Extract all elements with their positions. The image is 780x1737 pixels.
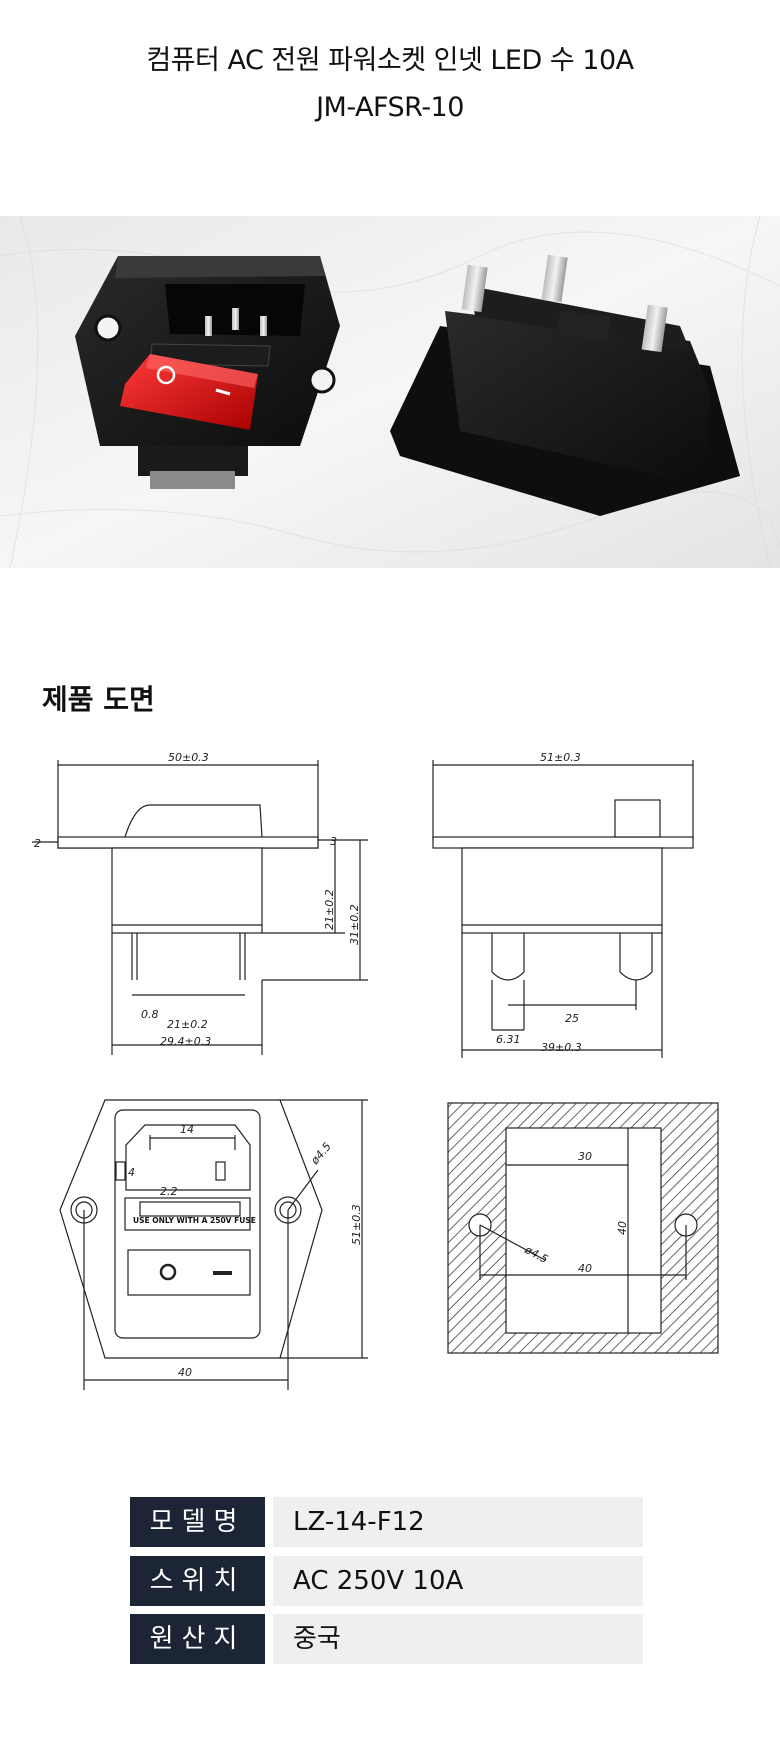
technical-drawings: 50±0.3 2 3 21±0.2 31±0.2 0.8 21±0.2 29.4… [32,751,719,1390]
dim-front-pin-height: 4 [128,1166,135,1179]
dim-cutout-hole-spacing: 40 [578,1262,592,1275]
dim-rear-pin-offset: 6.31 [496,1033,521,1046]
dim-side-pin-thickness: 0.8 [141,1008,159,1021]
dim-side-base-width: 29.4±0.3 [160,1035,211,1048]
dim-side-lip: 2 [34,837,41,850]
product-model-code: JM-AFSR-10 [316,92,464,123]
dim-side-height-total: 31±0.2 [348,904,361,945]
dim-side-flange: 3 [330,835,337,848]
dim-rear-pin-spacing: 25 [565,1012,579,1025]
spec-row-model: 모델명 LZ-14-F12 [130,1497,643,1547]
spec-row-switch: 스위치 AC 250V 10A [130,1556,643,1606]
drawing-section-title: 제품 도면 [42,683,155,716]
socket-rear-photo [390,254,740,516]
fuse-warning-text: USE ONLY WITH A 250V FUSE [133,1216,256,1225]
spec-value-switch: AC 250V 10A [273,1556,643,1606]
dim-cutout-width: 30 [578,1150,592,1163]
spec-row-origin: 원산지 중국 [130,1614,643,1664]
socket-front-photo [75,256,340,489]
dim-front-pin-spacing: 14 [180,1123,194,1136]
dim-front-hole: ø4.5 [308,1140,334,1168]
dim-cutout-height: 40 [616,1221,629,1235]
side-view-drawing [32,760,368,1055]
panel-cutout-drawing [447,1102,719,1354]
spec-value-origin: 중국 [273,1614,643,1664]
dim-side-top-width: 50±0.3 [168,751,209,764]
dim-rear-base-width: 39±0.3 [541,1041,582,1054]
dim-side-pin-spacing: 21±0.2 [167,1018,208,1031]
product-title: 컴퓨터 AC 전원 파워소켓 인넷 LED 수 10A [146,45,634,76]
product-photo [0,216,780,568]
front-view-drawing [59,1099,368,1390]
rear-view-drawing [432,760,694,1058]
spec-key-origin: 원산지 [130,1614,265,1664]
dim-front-hole-spacing: 40 [178,1366,192,1379]
dim-rear-top-width: 51±0.3 [540,751,581,764]
spec-value-model: LZ-14-F12 [273,1497,643,1547]
spec-key-model: 모델명 [130,1497,265,1547]
spec-key-switch: 스위치 [130,1556,265,1606]
dim-front-height: 51±0.3 [350,1204,363,1245]
dim-side-height-inner: 21±0.2 [323,889,336,930]
dim-front-pin-width: 2.2 [160,1185,178,1198]
